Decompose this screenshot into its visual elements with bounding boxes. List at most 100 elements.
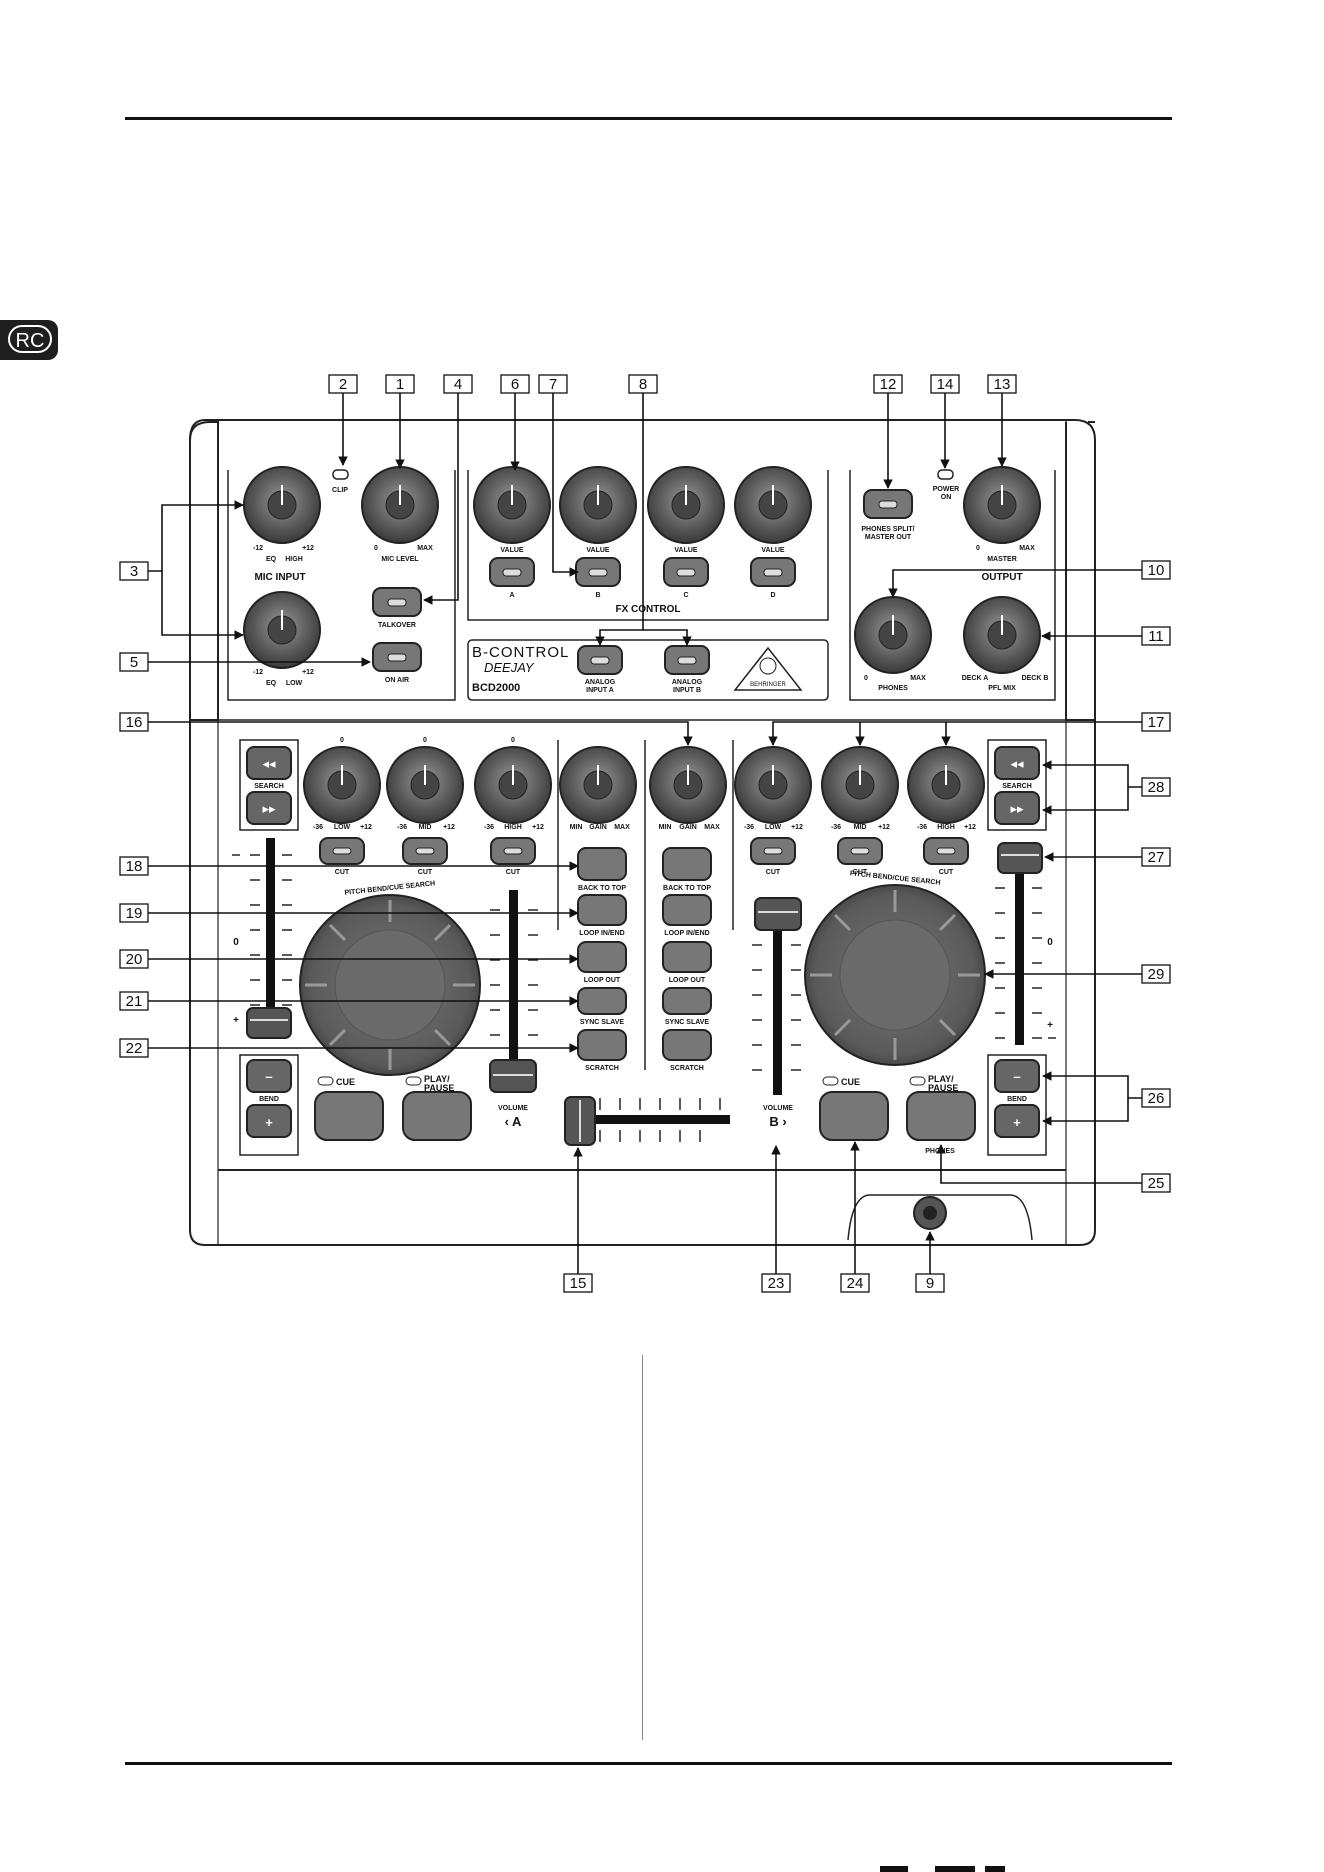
- deck-a-play-button[interactable]: [402, 1076, 472, 1141]
- phones-knob[interactable]: [854, 596, 932, 674]
- mic-high-eq-label: EQ: [266, 556, 277, 563]
- deck-a-loop-out-label: LOOP OUT: [584, 977, 621, 984]
- deck-b-sync-slave-button[interactable]: [662, 987, 712, 1015]
- analog-input-b-button[interactable]: [664, 645, 710, 675]
- deck-a-high-zero-label: 0: [511, 737, 515, 744]
- deck-b-loop-in-button[interactable]: [662, 894, 712, 926]
- deck-a-back-to-top-button[interactable]: [577, 847, 627, 881]
- deck-b-volume-fader[interactable]: [752, 897, 802, 1095]
- fx-value-knob-b[interactable]: [559, 466, 637, 544]
- fx-d-value-label: VALUE: [761, 547, 785, 554]
- crossfader[interactable]: [564, 1096, 730, 1146]
- analog-b-label-1: ANALOG: [672, 679, 703, 686]
- deck-a-low-zero-label: 0: [340, 737, 344, 744]
- deck-b-mid-cut-button[interactable]: [837, 837, 883, 865]
- analog-input-a-button[interactable]: [577, 645, 623, 675]
- deck-b-gain-knob[interactable]: [649, 746, 727, 824]
- svg-text:7: 7: [549, 376, 557, 393]
- callout-2: 2: [328, 374, 358, 394]
- deck-b-bend-plus-button[interactable]: [994, 1104, 1040, 1138]
- fx-button-c[interactable]: [663, 557, 709, 587]
- fx-button-b[interactable]: [575, 557, 621, 587]
- deck-b-gain-min-label: MIN: [659, 824, 672, 831]
- fx-value-knob-d[interactable]: [734, 466, 812, 544]
- phones-split-button[interactable]: [863, 489, 913, 519]
- svg-text:23: 23: [768, 1275, 785, 1292]
- deck-a-high-max-label: +12: [532, 824, 544, 831]
- deck-a-play-label-1: PLAY/: [424, 1074, 450, 1084]
- deck-b-rewind-icon: ◂◂: [1010, 756, 1024, 771]
- deck-a-sync-slave-button[interactable]: [577, 987, 627, 1015]
- deck-a-mid-knob[interactable]: [386, 746, 464, 824]
- deck-b-cue-button[interactable]: [819, 1076, 889, 1141]
- deck-b-jog-wheel[interactable]: [804, 884, 986, 1066]
- behringer-logo: [733, 646, 803, 691]
- deck-b-high-knob[interactable]: [907, 746, 985, 824]
- deck-a-loop-in-button[interactable]: [577, 894, 627, 926]
- on-air-label: ON AIR: [385, 677, 409, 684]
- deck-a-mid-cut-button[interactable]: [402, 837, 448, 865]
- deck-a-jog-wheel[interactable]: [299, 894, 481, 1076]
- deck-b-forward-button[interactable]: [994, 791, 1040, 825]
- mic-high-knob[interactable]: [243, 466, 321, 544]
- deck-a-cue-button[interactable]: [314, 1076, 384, 1141]
- deck-b-loop-out-button[interactable]: [662, 941, 712, 973]
- deck-a-volume-fader[interactable]: [489, 890, 538, 1093]
- deck-b-phones-tag: PHONES: [925, 1148, 955, 1155]
- deck-a-cue-label: CUE: [336, 1077, 355, 1087]
- on-air-button[interactable]: [372, 642, 422, 672]
- fx-value-knob-a[interactable]: [473, 466, 551, 544]
- fx-a-label: A: [509, 592, 514, 599]
- deck-a-gain-knob[interactable]: [559, 746, 637, 824]
- callout-6: 6: [500, 374, 530, 394]
- deck-a-low-knob[interactable]: [303, 746, 381, 824]
- deck-b-volume-label: VOLUME: [763, 1105, 793, 1112]
- deck-b-loop-in-label: LOOP IN/END: [664, 930, 709, 937]
- brand-line-1: B-CONTROL: [472, 644, 569, 661]
- deck-a-bend-minus-button[interactable]: [246, 1059, 292, 1093]
- mic-low-knob[interactable]: [243, 591, 321, 669]
- deck-a-bend-plus-button[interactable]: [246, 1104, 292, 1138]
- deck-a-search-panel: [239, 739, 299, 831]
- pfl-mix-knob[interactable]: [963, 596, 1041, 674]
- fx-value-knob-c[interactable]: [647, 466, 725, 544]
- deck-b-scratch-button[interactable]: [662, 1029, 712, 1061]
- deck-a-pitch-fader[interactable]: [232, 838, 292, 1039]
- deck-b-high-cut-button[interactable]: [923, 837, 969, 865]
- callout-14: 14: [930, 374, 960, 394]
- deck-a-high-knob[interactable]: [474, 746, 552, 824]
- fx-button-d[interactable]: [750, 557, 796, 587]
- svg-text:20: 20: [126, 951, 143, 968]
- deck-b-pitch-fader[interactable]: [995, 842, 1056, 1045]
- analog-b-label-2: INPUT B: [673, 687, 701, 694]
- deck-a-rewind-button[interactable]: [246, 746, 292, 780]
- fx-button-a[interactable]: [489, 557, 535, 587]
- deck-b-play-label-1: PLAY/: [928, 1074, 954, 1084]
- deck-b-bend-minus-button[interactable]: [994, 1059, 1040, 1093]
- callout-10: 10: [1141, 560, 1171, 580]
- deck-a-forward-button[interactable]: [246, 791, 292, 825]
- deck-a-high-min-label: -36: [484, 824, 494, 831]
- output-label: OUTPUT: [981, 572, 1022, 583]
- deck-a-scratch-button[interactable]: [577, 1029, 627, 1061]
- fx-control-label: FX CONTROL: [616, 604, 681, 615]
- headphone-jack[interactable]: [913, 1196, 947, 1230]
- deck-b-low-cut-button[interactable]: [750, 837, 796, 865]
- deck-a-high-cut-button[interactable]: [490, 837, 536, 865]
- deck-a-gain-band-label: GAIN: [589, 824, 607, 831]
- deck-b-rewind-button[interactable]: [994, 746, 1040, 780]
- deck-b-mid-knob[interactable]: [821, 746, 899, 824]
- mic-level-knob[interactable]: [361, 466, 439, 544]
- deck-b-high-max-label: +12: [964, 824, 976, 831]
- deck-b-play-button[interactable]: [906, 1076, 976, 1141]
- master-knob[interactable]: [963, 466, 1041, 544]
- deck-b-low-knob[interactable]: [734, 746, 812, 824]
- callout-1: 1: [385, 374, 415, 394]
- talkover-button[interactable]: [372, 587, 422, 617]
- power-led: [937, 469, 954, 480]
- deck-a-loop-out-button[interactable]: [577, 941, 627, 973]
- callout-13: 13: [987, 374, 1017, 394]
- deck-b-back-to-top-button[interactable]: [662, 847, 712, 881]
- deck-a-low-cut-button[interactable]: [319, 837, 365, 865]
- deck-b-play-label-2: PAUSE: [928, 1083, 958, 1093]
